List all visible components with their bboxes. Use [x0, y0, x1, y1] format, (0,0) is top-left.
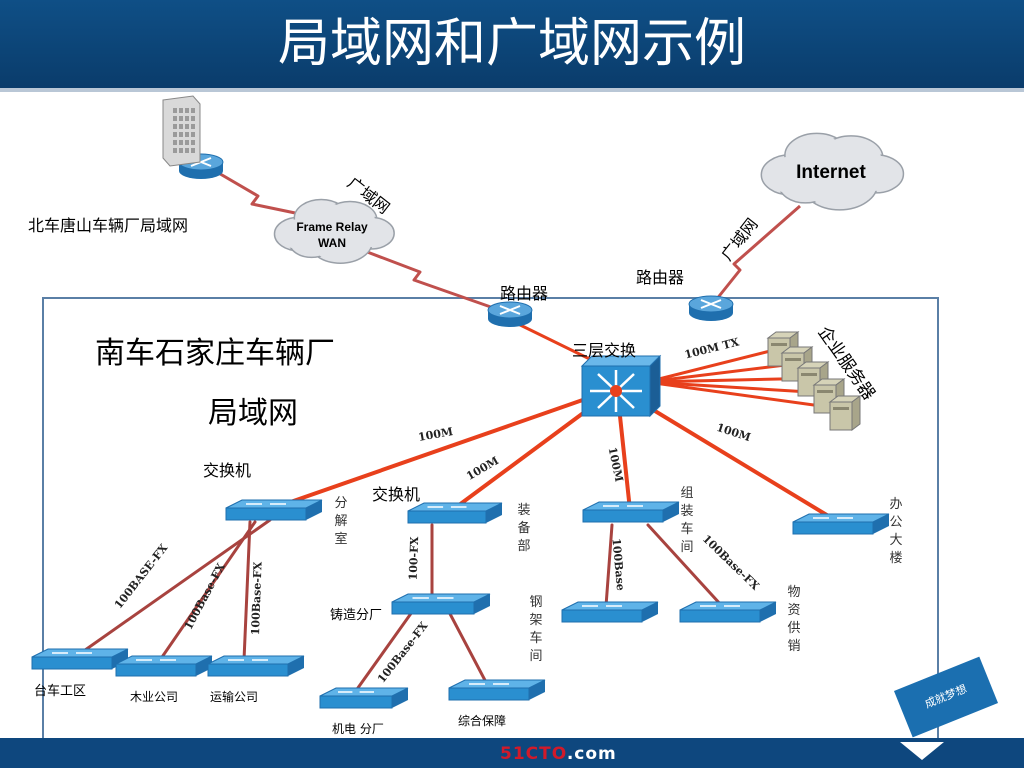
link-sw1-taiche: [76, 518, 272, 657]
building-window: [185, 116, 189, 121]
north-lan-label: 北车唐山车辆厂局域网: [28, 216, 189, 235]
router-label-center: 路由器: [500, 284, 549, 303]
frame-relay-line1: Frame Relay: [296, 220, 368, 234]
building-window: [179, 140, 183, 145]
router-label-right: 路由器: [636, 268, 685, 287]
building-window: [185, 108, 189, 113]
server-slot-5: [833, 407, 849, 410]
watermark: 51CTO.com: [500, 744, 617, 764]
server-5-icon: [829, 401, 853, 431]
title-bar: 局域网和广域网示例: [0, 0, 1024, 92]
link-zhuzao-jidian: [353, 610, 414, 694]
watermark-red: 51CTO: [500, 744, 567, 764]
link-sw1-yunshu: [242, 520, 252, 662]
page-title: 局域网和广域网示例: [277, 14, 746, 74]
link-core-switch1: [280, 386, 619, 507]
link-sw1-muye: [158, 520, 257, 662]
switch-bangong-icon: [792, 513, 890, 535]
label-zuzhuang: 组装车间: [680, 486, 694, 555]
switch-3-icon: [582, 501, 680, 523]
label-wuzi: 物资供销: [787, 585, 801, 654]
internet-label: Internet: [796, 162, 866, 183]
server-slot-2: [785, 358, 801, 361]
building-icon: [162, 95, 201, 167]
building-window: [191, 116, 195, 121]
label-zonghe: 综合保障: [458, 714, 507, 728]
building-window: [185, 148, 189, 153]
building-window: [179, 132, 183, 137]
switch-jidian-icon: [319, 687, 409, 709]
link-sw3-right: [646, 523, 724, 608]
switch-zhuzao-icon: [391, 593, 491, 615]
switch-yunshu-icon: [207, 655, 305, 677]
switch-muye-icon: [115, 655, 213, 677]
switch-gangjia-icon: [561, 601, 659, 623]
label-zhuzao: 铸造分厂: [330, 608, 383, 623]
router-right-icon: [688, 295, 734, 321]
south-lan-title-line2: 局域网: [208, 396, 298, 431]
building-window: [191, 108, 195, 113]
building-window: [179, 124, 183, 129]
link-core-server-1: [645, 344, 792, 384]
building-window: [173, 116, 177, 121]
server-slot-1: [771, 343, 787, 346]
building-window: [185, 132, 189, 137]
switch-taiche-icon: [31, 648, 129, 670]
building-window: [173, 108, 177, 113]
building-window: [173, 140, 177, 145]
wan-link-north: [209, 166, 301, 216]
label-fenjieshi: 分解室: [334, 496, 348, 547]
frame-relay-label: Frame Relay WAN: [282, 219, 382, 251]
core-switch-side: [649, 354, 661, 418]
watermark-white: .com: [566, 744, 617, 764]
switch-1-icon: [225, 499, 323, 521]
switch-2-icon: [407, 502, 503, 524]
server-slot-3: [801, 373, 817, 376]
bottom-band: [0, 738, 1024, 768]
label-zhuangbeibu: 装备部: [517, 503, 531, 554]
label-gangjia: 钢架车间: [529, 595, 543, 664]
label-bangong: 办公大楼: [889, 497, 903, 566]
switch-zonghe-icon: [448, 679, 546, 701]
building-window: [191, 132, 195, 137]
label-muye: 木业公司: [130, 690, 179, 704]
building-window: [191, 140, 195, 145]
building-window: [179, 108, 183, 113]
label-taiche: 台车工区: [34, 684, 87, 699]
switch-label-1: 交换机: [203, 461, 252, 480]
building-window: [185, 124, 189, 129]
core-switch-center: [610, 385, 622, 397]
building-window: [173, 132, 177, 137]
label-yunshu: 运输公司: [210, 690, 259, 704]
label-jidian: 机电 分厂: [332, 722, 384, 736]
wan-link-internet: [710, 204, 801, 306]
building-window: [179, 116, 183, 121]
frame-relay-cloud-icon: [273, 198, 395, 264]
router-north-icon: [178, 153, 224, 179]
south-lan-title-line1: 南车石家庄车辆厂: [95, 336, 335, 371]
wan-link-frame-relay: [361, 248, 506, 314]
server-slot-4: [817, 390, 833, 393]
building-window: [185, 140, 189, 145]
switch-wuzi-icon: [679, 601, 777, 623]
link-zhuzao-zonghe: [446, 608, 490, 688]
switch-label-2: 交换机: [372, 485, 421, 504]
link-sw3-left: [604, 523, 614, 608]
promo-tip: [900, 742, 944, 760]
building-window: [191, 124, 195, 129]
server-side-5: [851, 395, 861, 431]
link-label-fx4: 100-FX: [406, 536, 422, 581]
link-label-fx3: 100Base-FX: [248, 561, 265, 636]
building-window: [179, 148, 183, 153]
building-window: [173, 124, 177, 129]
internet-cloud-icon: [760, 132, 905, 211]
building-window: [173, 148, 177, 153]
building-window: [191, 148, 195, 153]
frame-relay-line2: WAN: [318, 236, 346, 250]
router-center-icon: [487, 301, 533, 327]
core-switch-label: 三层交换: [572, 341, 637, 360]
